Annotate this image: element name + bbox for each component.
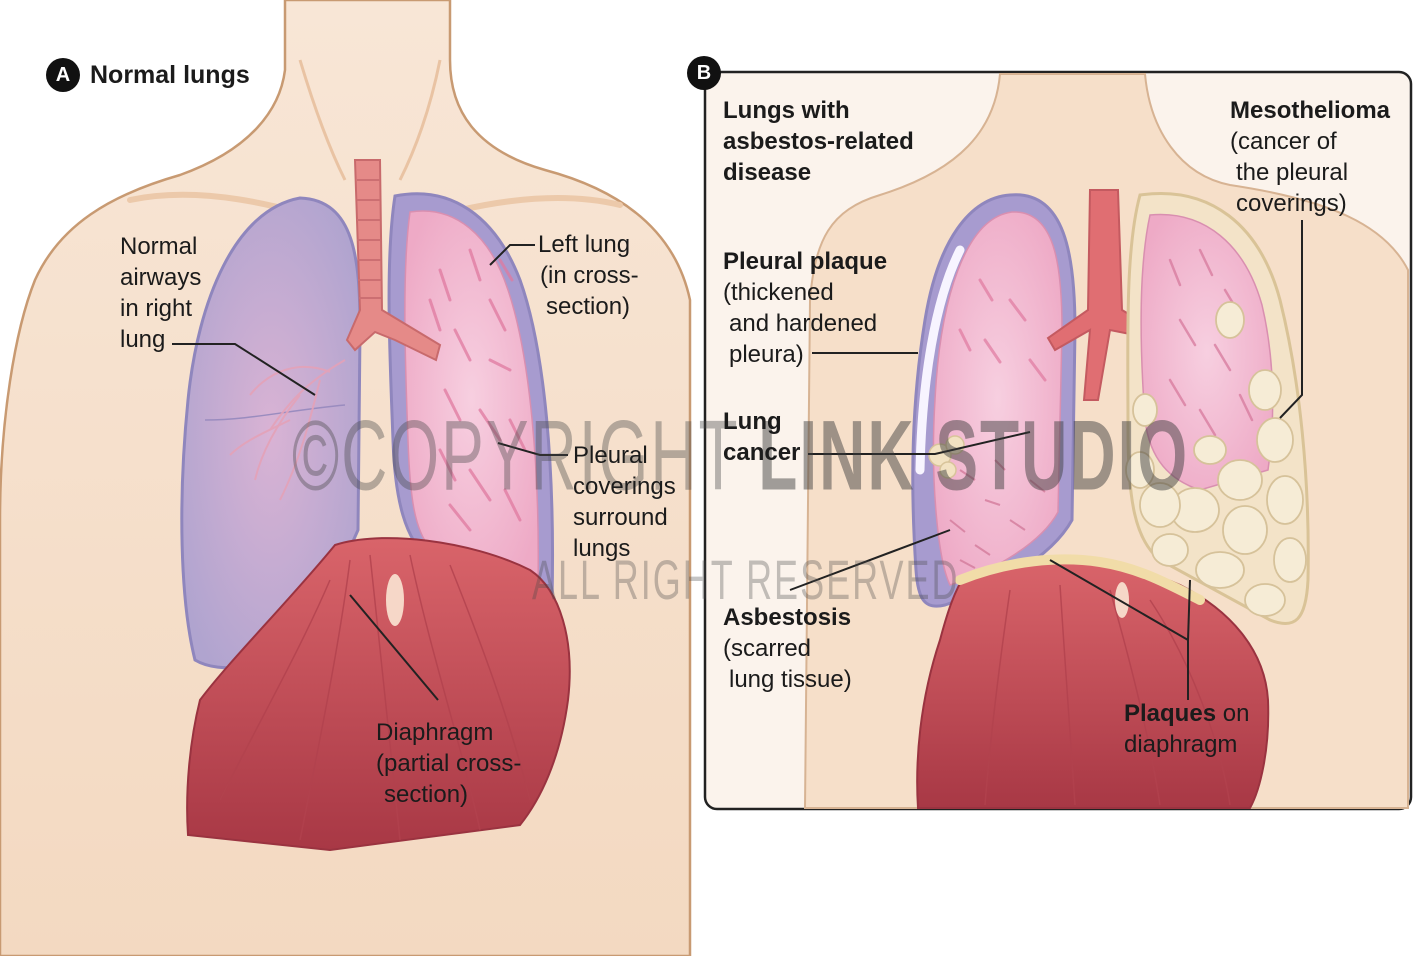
watermark-studio: LINK STUDIO	[758, 400, 1189, 512]
panel-b-title: Lungs with asbestos-related disease	[723, 95, 914, 188]
panel-a-title: Normal lungs	[90, 61, 250, 90]
panel-a-badge: A	[46, 58, 80, 92]
label-asbestosis: Asbestosis (scarred lung tissue)	[723, 602, 852, 695]
label-pleural-coverings: Pleural coverings surround lungs	[573, 440, 676, 564]
panel-a-header: A Normal lungs	[46, 58, 250, 92]
label-pleural-plaque: Pleural plaque (thickened and hardened p…	[723, 246, 887, 370]
label-left-lung: Left lung (in cross- section)	[538, 229, 639, 322]
label-mesothelioma: Mesothelioma (cancer of the pleural cove…	[1230, 95, 1390, 219]
label-normal-airways: Normal airways in right lung	[120, 231, 201, 355]
label-plaques-on-diaphragm: Plaques on diaphragm	[1124, 698, 1249, 760]
label-diaphragm: Diaphragm (partial cross- section)	[376, 717, 521, 810]
plaques-bold: Plaques	[1124, 700, 1216, 727]
panel-b-badge: B	[687, 56, 721, 90]
plaques-on: on	[1223, 700, 1250, 727]
label-lung-cancer: Lung cancer	[723, 406, 800, 468]
